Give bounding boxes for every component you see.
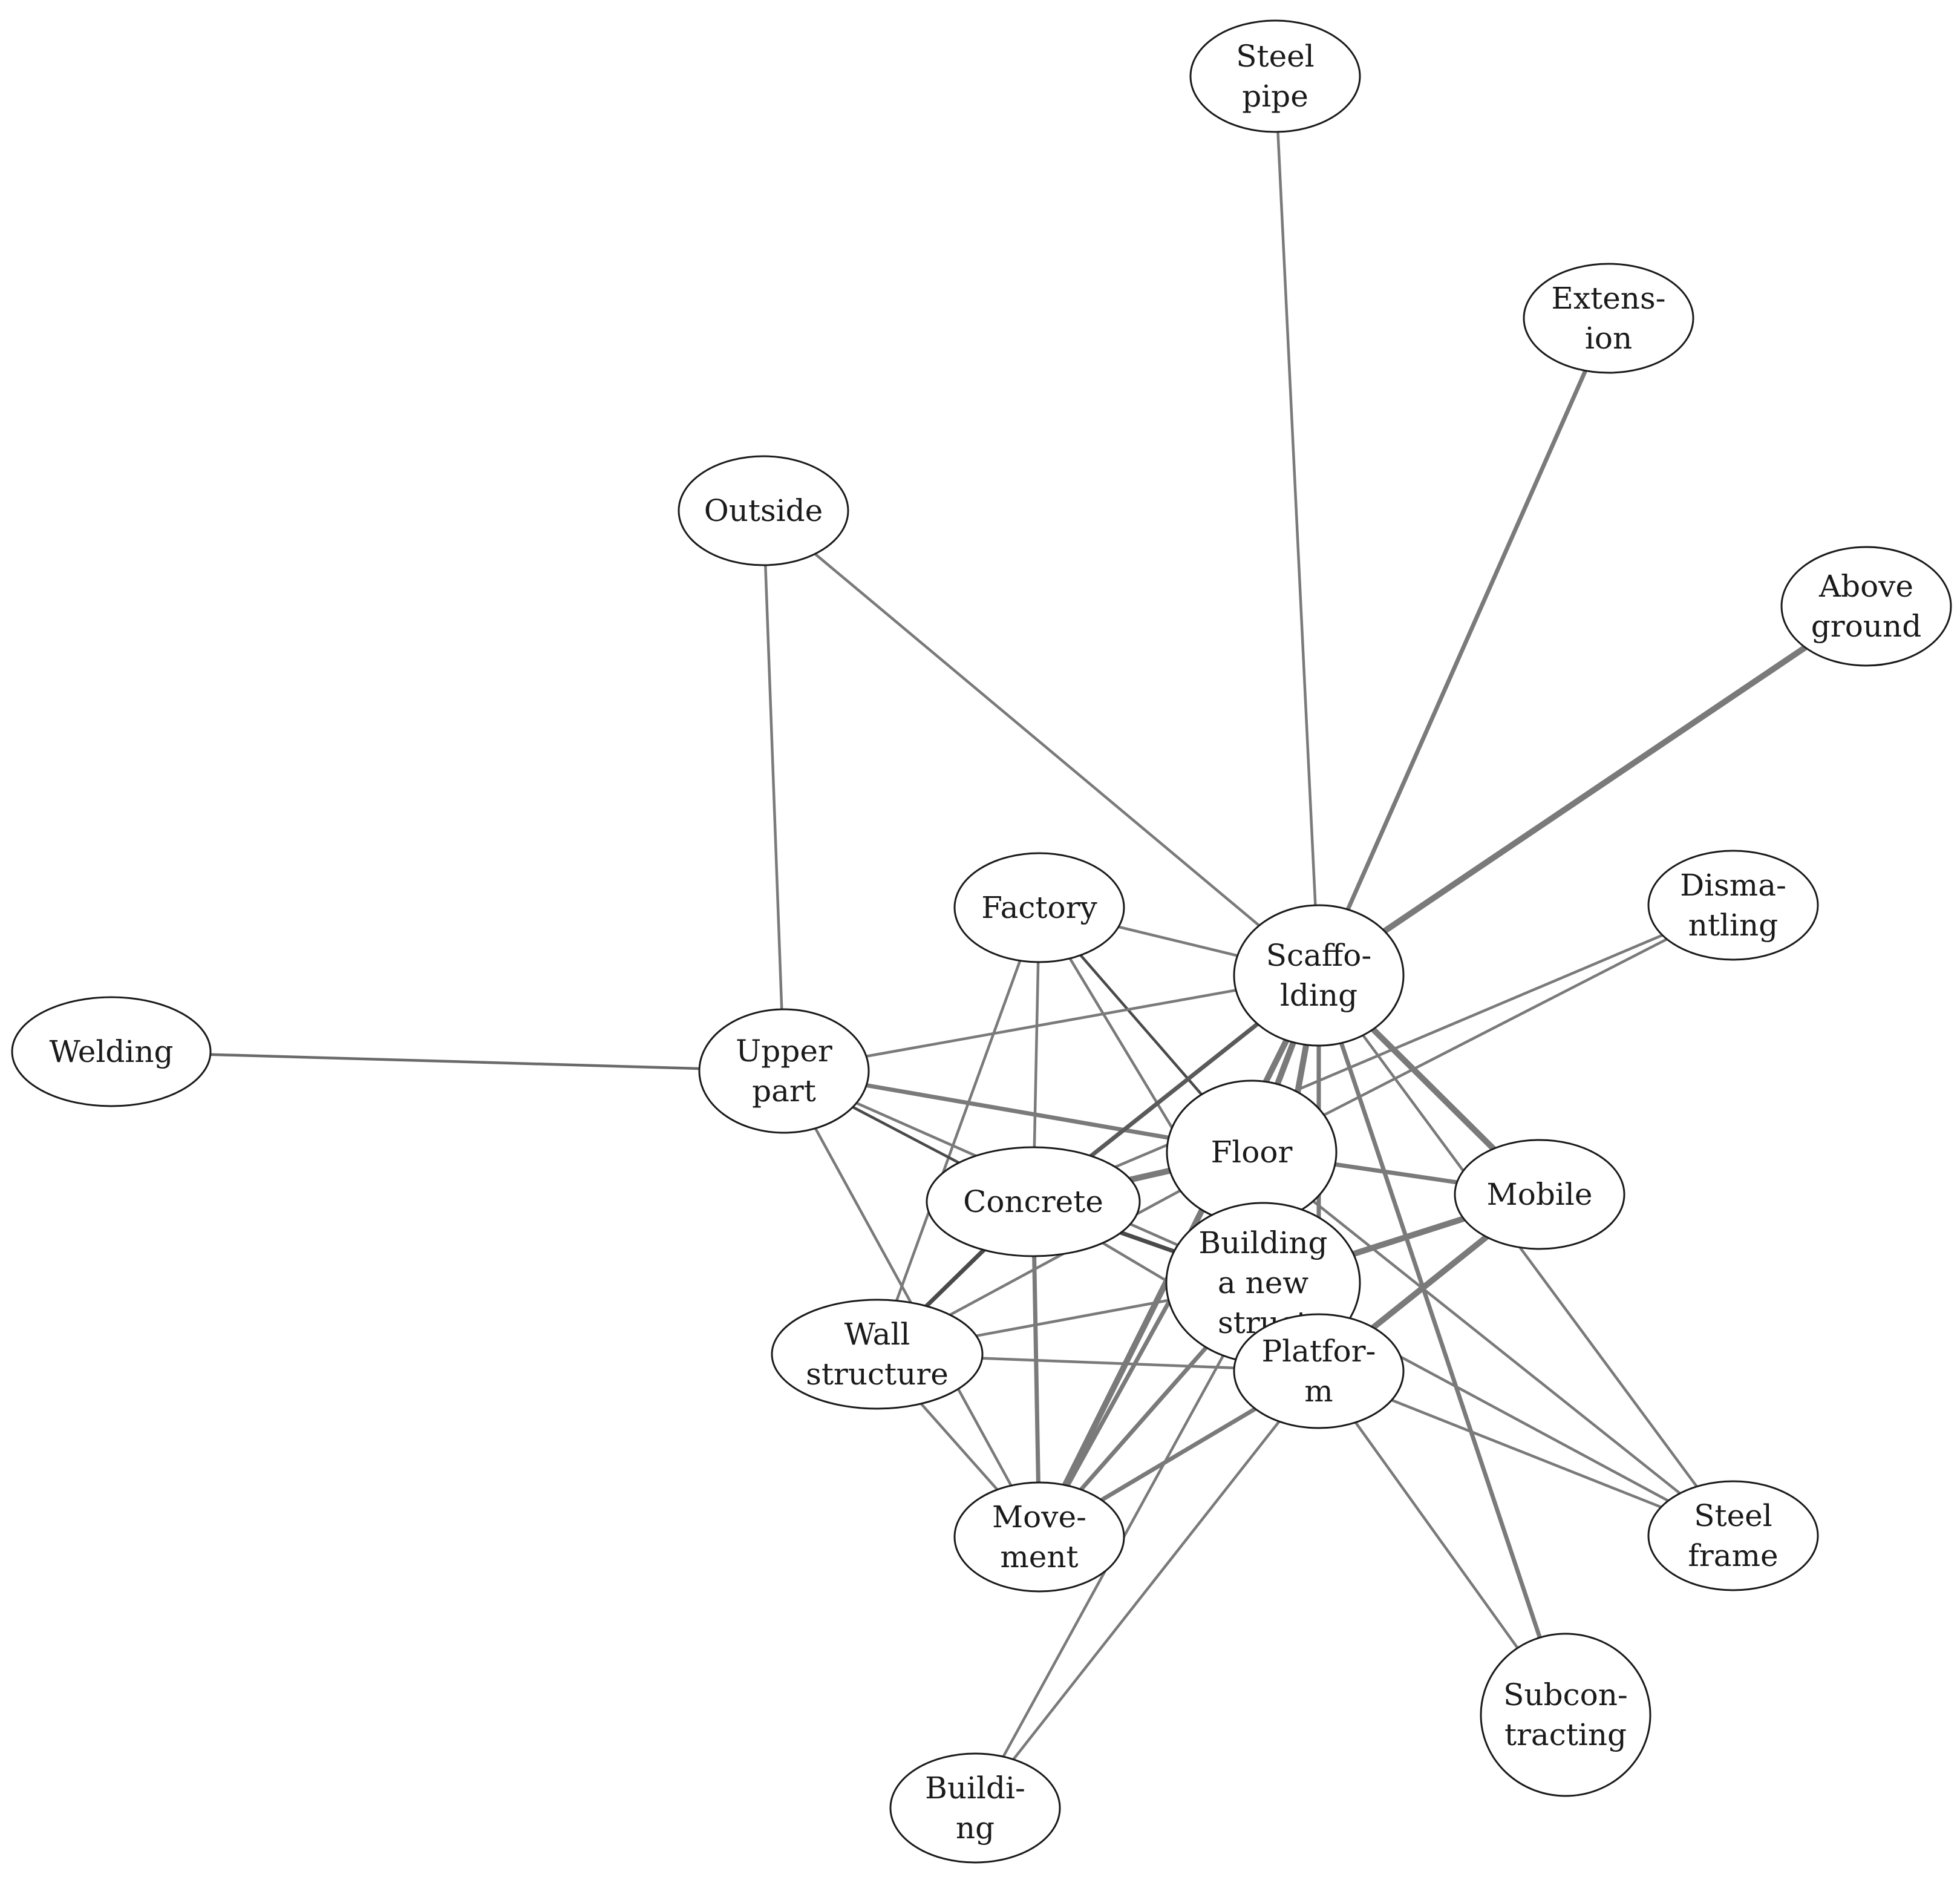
edge-welding-upper-part [109,1050,786,1073]
node-label: Extens- [1551,281,1665,316]
node-subcontracting: Subcon-tracting [1480,1633,1651,1797]
node-building: Buildi-ng [889,1752,1061,1864]
node-ellipse [1480,1633,1651,1797]
node-factory: Factory [953,852,1125,963]
edge-dismantling-concrete [1031,903,1735,1204]
edge-outside-scaffolding [762,509,1321,977]
node-label: Mobile [1487,1177,1593,1212]
node-floor: Floor [1166,1079,1338,1225]
node-above-ground: Above ground [1780,546,1952,667]
node-label: ntling [1688,908,1779,943]
node-label: ment [1000,1539,1078,1574]
node-ellipse [1780,546,1952,667]
node-ellipse [1647,1480,1819,1591]
node-label: Outside [704,493,823,528]
node-scaffolding: Scaffo-lding [1233,904,1405,1047]
node-label: Steel [1694,1498,1772,1533]
node-label: Scaffo- [1266,938,1372,973]
node-ellipse [926,1146,1141,1257]
node-label: ng [956,1810,995,1846]
node-label: Concrete [963,1184,1103,1219]
node-extension: Extens-ion [1523,263,1694,374]
node-ellipse [953,1481,1125,1593]
node-label: part [752,1073,816,1109]
node-label: tracting [1504,1717,1627,1752]
edge-outside-upper-part [762,509,786,1073]
edge-steel-pipe-scaffolding [1273,74,1321,977]
node-label: Move- [992,1499,1086,1535]
node-mobile: Mobile [1454,1139,1625,1250]
node-concrete: Concrete [926,1146,1141,1257]
node-platform: Platfor-m [1233,1313,1405,1429]
node-ellipse [1233,904,1405,1047]
node-ellipse [771,1299,984,1410]
node-label: pipe [1242,79,1308,114]
node-label: m [1304,1374,1333,1409]
node-ellipse [678,455,849,566]
node-ellipse [1454,1139,1625,1250]
node-outside: Outside [678,455,849,566]
node-label: frame [1688,1538,1778,1573]
node-label: Above [1818,569,1913,604]
edge-scaffolding-steel-frame [1317,974,1735,1538]
edge-above-ground-scaffolding [1316,603,1869,978]
node-label: Factory [981,890,1097,925]
node-movement: Move-ment [953,1481,1125,1593]
node-label: a new [1218,1265,1308,1300]
node-label: Steel [1236,39,1315,74]
node-label: Floor [1211,1135,1293,1170]
node-label: ground [1811,609,1921,644]
edge-extension-scaffolding [1316,316,1611,978]
node-ellipse [698,1008,870,1134]
edge-floor-steel-frame [1250,1150,1735,1538]
node-ellipse [1523,263,1694,374]
node-label: structure [806,1357,949,1392]
edge-factory-wall-structure [875,906,1041,1356]
node-label: Buildi- [925,1771,1025,1806]
node-label: Disma- [1680,868,1786,903]
node-ellipse [953,852,1125,963]
node-dismantling: Disma-ntling [1647,850,1819,961]
edge-concrete-movement [1031,1199,1042,1539]
node-ellipse [1233,1313,1405,1429]
node-label: Platfor- [1262,1334,1376,1369]
node-ellipse [11,996,212,1107]
edge-scaffolding-subcontracting [1316,973,1568,1717]
edge-platform-building [973,1369,1321,1810]
node-steel-frame: Steel frame [1647,1480,1819,1591]
node-ellipse [1189,19,1361,133]
node-wall-structure: Wall structure [771,1299,984,1410]
node-steel-pipe: Steel pipe [1189,19,1361,133]
node-ellipse [889,1752,1061,1864]
node-label: Subcon- [1503,1677,1628,1712]
node-label: Wall [844,1317,910,1352]
node-label: lding [1280,978,1357,1013]
node-label: ion [1585,321,1632,356]
node-label: Building [1198,1225,1327,1260]
node-welding: Welding [11,996,212,1107]
node-upper-part: Upper part [698,1008,870,1134]
node-label: Welding [49,1034,173,1069]
edge-upper-part-scaffolding [782,974,1321,1073]
node-ellipse [1647,850,1819,961]
node-label: Upper [736,1033,832,1069]
edge-dismantling-floor [1250,903,1735,1154]
